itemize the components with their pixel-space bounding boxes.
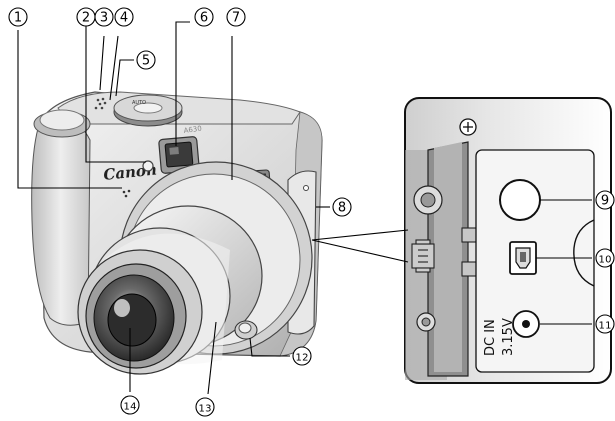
- callout-number: 11: [599, 321, 612, 332]
- shutter-button: [33, 109, 91, 138]
- callout-number: 14: [124, 402, 137, 413]
- callout-number: 8: [338, 201, 346, 216]
- callout-number: 1: [14, 11, 22, 26]
- mode-dial: AUTO: [113, 94, 183, 127]
- callout-number: 7: [232, 11, 240, 26]
- callout-13: 13: [195, 397, 215, 417]
- callout-7: 7: [226, 7, 246, 27]
- digital-terminal: [509, 241, 537, 275]
- callout-9: 9: [595, 190, 615, 210]
- viewfinder-window: [158, 136, 200, 174]
- dc-in-terminal: [512, 310, 540, 338]
- callout-number: 5: [142, 54, 150, 69]
- callout-number: 9: [601, 194, 609, 209]
- callout-number: 13: [199, 404, 212, 415]
- callout-5: 5: [136, 50, 156, 70]
- callout-2: 2: [76, 7, 96, 27]
- callout-6: 6: [194, 7, 214, 27]
- lens-barrel: [77, 205, 263, 375]
- callout-3: 3: [94, 7, 114, 27]
- callout-number: 2: [82, 11, 90, 26]
- model-name: A630: [183, 125, 202, 135]
- cable-icon: [573, 219, 595, 287]
- dc-in-label: DC IN: [483, 319, 498, 356]
- callout-4: 4: [114, 7, 134, 27]
- callout-10: 10: [595, 248, 615, 268]
- af-assist-lamp: [142, 160, 154, 172]
- self-timer-lamp: [122, 189, 131, 198]
- microphone-icon: [94, 97, 107, 110]
- callout-number: 12: [296, 353, 309, 364]
- panel-connector-lines: [311, 229, 409, 263]
- callout-12: 12: [292, 346, 312, 366]
- callout-number: 4: [120, 11, 128, 26]
- callout-number: 3: [100, 11, 108, 26]
- svg-text:AUTO: AUTO: [132, 100, 146, 106]
- leader-lines: [17, 21, 592, 395]
- ring-release-button: [234, 320, 258, 340]
- terminal-panel: DC IN 3.15V: [404, 97, 612, 384]
- voltage-label: 3.15V: [501, 318, 516, 356]
- callout-number: 10: [599, 255, 612, 266]
- callout-number: 6: [200, 11, 208, 26]
- callout-14: 14: [120, 395, 140, 415]
- callout-11: 11: [595, 314, 615, 334]
- callout-1: 1: [8, 7, 28, 27]
- callout-8: 8: [332, 197, 352, 217]
- av-out-terminal: [499, 179, 541, 221]
- screw-icon: [459, 118, 477, 136]
